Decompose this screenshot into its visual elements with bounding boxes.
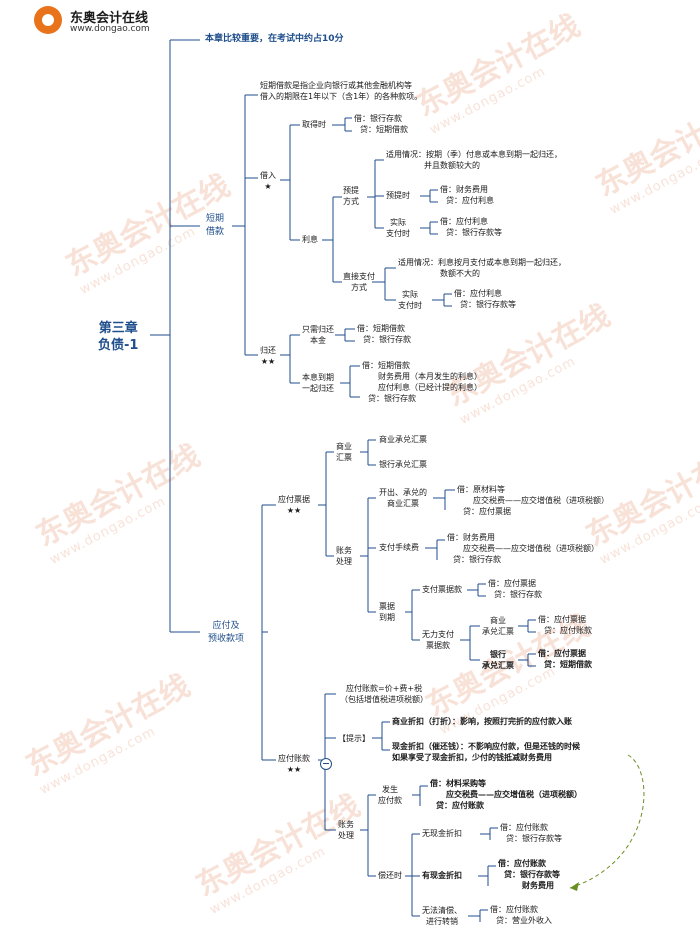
node-accounts-handling: 账务处理 <box>338 820 354 840</box>
node-tip: 【提示】 <box>338 734 370 743</box>
entry-unable-commercial: 借：应付票据贷：应付账款 <box>538 615 592 635</box>
node-pay-note: 支付票据款 <box>422 585 462 594</box>
entry-issue: 借：原材料等应交税费——应交增值税（进项税额）贷：应付票据 <box>457 485 609 516</box>
entry-with-discount: 借：应付账款贷：银行存款等财务费用 <box>498 859 560 890</box>
node-due: 票据到期 <box>379 602 395 622</box>
accrue-applies: 适用情况：按期（季）付息或本息到期一起归还，并且数额较大的 <box>386 150 562 170</box>
node-short-loan: 短期借款 <box>206 214 225 237</box>
collapse-icon[interactable] <box>320 758 332 770</box>
chapter-note: 本章比较重要，在考试中约占10分 <box>205 34 344 44</box>
entry-writeoff: 借：应付账款贷：营业外收入 <box>490 905 552 925</box>
node-borrow: 借入★ <box>260 171 276 191</box>
node-interest: 利息 <box>302 235 318 244</box>
item-commercial-acceptance: 商业承兑汇票 <box>379 435 427 444</box>
node-writeoff: 无法清偿、进行转销 <box>422 906 462 926</box>
node-unable-bank: 银行承兑汇票 <box>482 650 514 670</box>
node-accounts-payable: 应付账款★★ <box>278 754 310 774</box>
node-direct-payment: 实际支付时 <box>398 290 422 310</box>
entry-occur: 借：材料采购等应交税费——应交增值税（进项税额）贷：应付账款 <box>430 779 582 810</box>
direct-applies: 适用情况：利息按月支付或本息到期一起归还，数额不大的 <box>398 258 566 278</box>
node-notes-handling: 账务处理 <box>336 546 352 566</box>
node-direct: 直接支付方式 <box>343 272 375 292</box>
entry-fee: 借：财务费用应交税费——应交增值税（进项税额）贷：银行存款 <box>447 533 599 564</box>
entry-obtain: 借：银行存款贷：短期借款 <box>354 114 408 134</box>
node-accrue: 预提方式 <box>343 186 359 206</box>
node-accounts-repay: 偿还时 <box>378 871 402 880</box>
item-bank-acceptance: 银行承兑汇票 <box>379 460 427 469</box>
node-obtain: 取得时 <box>302 120 326 129</box>
node-issue: 开出、承兑的商业汇票 <box>379 488 427 508</box>
entry-direct-payment: 借：应付利息贷：银行存款等 <box>454 289 516 309</box>
entry-unable-bank: 借：应付票据贷：短期借款 <box>538 649 592 669</box>
node-notes-payable: 应付票据★★ <box>278 495 310 515</box>
entry-no-discount: 借：应付账款贷：银行存款等 <box>500 823 562 843</box>
accounts-formula: 应付账款=价+费+税（包括增值税进项税额） <box>340 684 428 704</box>
brand-name: 东奥会计在线 <box>70 11 149 26</box>
node-commercial-draft: 商业汇票 <box>336 442 352 462</box>
node-repay: 归还★★ <box>260 346 276 366</box>
node-at-accrual: 预提时 <box>386 191 410 200</box>
node-occur: 发生应付款 <box>378 785 402 805</box>
brand-site: www.dongao.com <box>70 24 150 34</box>
node-no-discount: 无现金折扣 <box>422 829 462 838</box>
entry-principal-only: 借：短期借款贷：银行存款 <box>357 324 411 344</box>
logo-icon <box>34 6 62 34</box>
node-principal-only: 只需归还本金 <box>302 325 334 345</box>
entry-at-accrual: 借：财务费用贷：应付利息 <box>440 185 494 205</box>
entry-pay-note: 借：应付票据贷：银行存款 <box>488 579 542 599</box>
short-loan-definition: 短期借款是指企业向银行或其他金融机构等借入的期限在1年以下（含1年）的各种款项。 <box>260 81 423 101</box>
node-payable: 应付及预收款项 <box>208 621 245 644</box>
chapter-title: 第三章负债-1 <box>98 321 139 353</box>
node-accrue-payment: 实际支付时 <box>386 218 410 238</box>
node-unable-commercial: 商业承兑汇票 <box>482 616 514 636</box>
entry-accrue-payment: 借：应付利息贷：银行存款等 <box>440 217 502 237</box>
node-unable: 无力支付票据款 <box>422 630 454 650</box>
node-fee: 支付手续费 <box>379 543 419 552</box>
tip-trade-discount: 商业折扣（打折）：影响，按照打完折的应付款入账 <box>392 717 572 726</box>
node-principal-interest: 本息到期一起归还 <box>302 373 334 393</box>
node-with-discount: 有现金折扣 <box>422 871 462 880</box>
tip-cash-discount: 现金折扣（催还钱）：不影响应付款，但是还钱的时候如果享受了现金折扣，少付的钱抵减… <box>392 742 580 762</box>
entry-principal-interest: 借：短期借款财务费用（本月发生的利息）应付利息（已经计提的利息）贷：银行存款 <box>362 361 482 403</box>
